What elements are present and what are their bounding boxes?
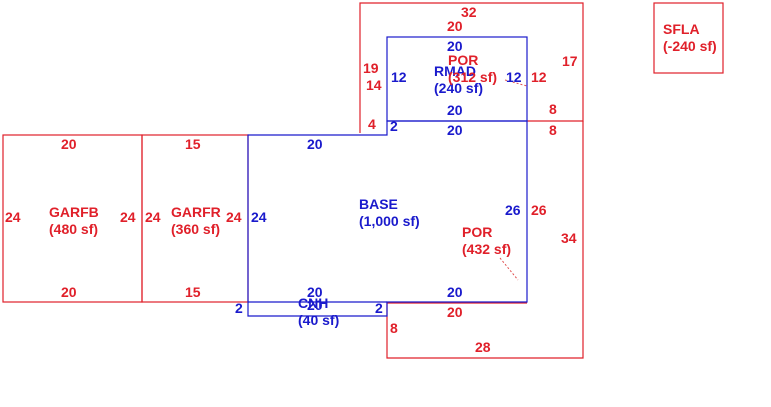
dim-garfb-left: 24 [5, 209, 21, 225]
dim-por-bottom-bottom: 28 [475, 339, 491, 355]
cnh-name: CNH [298, 295, 328, 311]
dim-por-bottom-top: 8 [549, 122, 557, 138]
dim-base-top-right: 20 [447, 122, 463, 138]
dim-por-bottom-left-edge: 26 [531, 202, 547, 218]
dim-rmad-top: 20 [447, 38, 463, 54]
dim-por-top-top: 32 [461, 4, 477, 20]
dim-rmad-bottom: 20 [447, 102, 463, 118]
dim-por-top-step: 4 [368, 116, 376, 132]
dim-garfr-top: 15 [185, 136, 201, 152]
dim-rmad-right: 12 [506, 69, 522, 85]
dim-por-bottom-top2: 20 [447, 304, 463, 320]
rmad-outline [386, 36, 528, 122]
por-top-area: (312 sf) [448, 69, 497, 85]
por-bottom-area: (432 sf) [462, 241, 511, 257]
sfla-outline [653, 2, 724, 74]
dim-por-top-top2: 20 [447, 18, 463, 34]
por-bottom-outline [386, 121, 584, 359]
blue-outlines [247, 36, 528, 317]
dim-rmad-left: 12 [391, 69, 407, 85]
dim-base-right: 26 [505, 202, 521, 218]
rmad-name: RMAD [434, 63, 476, 79]
dim-por-top-left-a: 19 [363, 60, 379, 76]
sfla-name: SFLA [663, 21, 700, 37]
por-bottom-leader [499, 257, 519, 281]
dim-base-bottom-b: 20 [447, 284, 463, 300]
dim-base-bottom-a: 20 [307, 284, 323, 300]
sfla-area: (-240 sf) [663, 38, 717, 54]
dim-rmad-step: 2 [390, 118, 398, 134]
base-outline [247, 120, 528, 317]
cnh-area: (40 sf) [298, 312, 339, 328]
garfb-area: (480 sf) [49, 221, 98, 237]
por-bottom-name: POR [462, 224, 492, 240]
base-area: (1,000 sf) [359, 213, 420, 229]
red-outlines [2, 2, 724, 359]
dim-por-bottom-left: 8 [390, 320, 398, 336]
rmad-area: (240 sf) [434, 80, 483, 96]
dim-cnh-top: 20 [307, 297, 323, 313]
dim-garfb-right: 24 [120, 209, 136, 225]
dim-cnh-right: 2 [375, 300, 383, 316]
dim-garfr-bottom: 15 [185, 284, 201, 300]
dim-garfb-bottom: 20 [61, 284, 77, 300]
garfb-name: GARFB [49, 204, 99, 220]
dim-base-left: 24 [251, 209, 267, 225]
dim-por-bottom-right: 34 [561, 230, 577, 246]
dim-garfr-right: 24 [226, 209, 242, 225]
dim-cnh-left: 2 [235, 300, 243, 316]
por-top-name: POR [448, 52, 478, 68]
por-top-outline [359, 2, 584, 133]
garfr-area: (360 sf) [171, 221, 220, 237]
garfr-name: GARFR [171, 204, 221, 220]
dim-por-top-right2: 12 [531, 69, 547, 85]
dim-por-top-left-b: 14 [366, 77, 382, 93]
dim-por-top-bottom: 8 [549, 101, 557, 117]
dim-por-top-right: 17 [562, 53, 578, 69]
dim-base-top: 20 [307, 136, 323, 152]
dim-garfb-top: 20 [61, 136, 77, 152]
base-name: BASE [359, 196, 398, 212]
dim-garfr-left: 24 [145, 209, 161, 225]
leader-lines [499, 79, 528, 281]
